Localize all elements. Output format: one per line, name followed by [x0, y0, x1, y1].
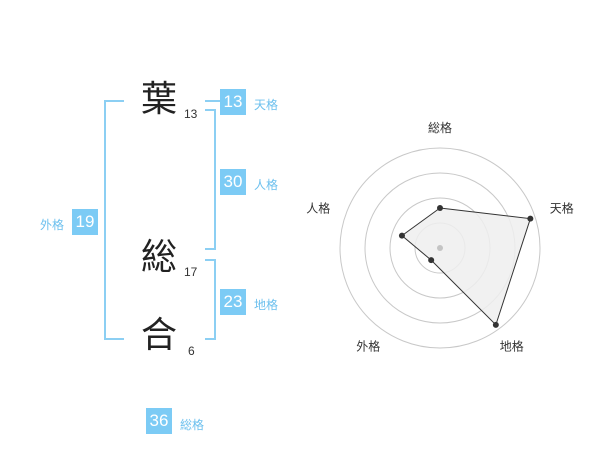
- gaikaku-label: 外格: [40, 218, 65, 232]
- radar-area: [401, 207, 532, 326]
- name-char-2-strokes: 17: [184, 265, 198, 279]
- radar-axis-label-2: 天格: [550, 200, 574, 215]
- chikaku-badge: 23: [220, 289, 246, 315]
- radar-point-4: [428, 257, 435, 264]
- name-char-3: 合: [141, 315, 178, 356]
- jinkaku-bracket-bottom: [205, 248, 215, 250]
- gaikaku-bracket-top: [104, 100, 124, 102]
- jinkaku-badge: 30: [220, 169, 246, 195]
- name-char-3-strokes: 6: [188, 344, 195, 358]
- gaikaku-badge: 19: [72, 209, 98, 235]
- chikaku-label: 地格: [254, 298, 279, 312]
- radar-point-3: [492, 321, 499, 328]
- soukaku-label: 総格: [180, 418, 205, 432]
- radar-axis-label-3: 地格: [500, 339, 524, 354]
- chikaku-bracket-top: [205, 259, 215, 261]
- radar-point-1: [437, 205, 443, 211]
- name-char-1-strokes: 13: [184, 107, 198, 121]
- name-char-2: 総: [141, 237, 178, 278]
- chikaku-bracket-vertical: [214, 259, 216, 340]
- tenkaku-badge: 13: [220, 89, 246, 115]
- radar-axis-label-5: 人格: [306, 200, 330, 215]
- gaikaku-bracket-bottom: [104, 338, 124, 340]
- radar-ring: [339, 147, 541, 349]
- jinkaku-bracket-top: [205, 109, 215, 111]
- soukaku-badge: 36: [146, 408, 172, 434]
- jinkaku-bracket-vertical: [214, 109, 216, 250]
- radar-point-5: [398, 232, 405, 239]
- radar-axis-label-4: 外格: [356, 339, 380, 354]
- radar-center-dot: [437, 245, 443, 251]
- name-char-1: 葉: [141, 79, 178, 120]
- tenkaku-label: 天格: [254, 98, 279, 112]
- gaikaku-bracket-vertical: [104, 100, 106, 340]
- radar-axis-label-1: 総格: [428, 120, 452, 135]
- jinkaku-label: 人格: [254, 178, 279, 192]
- tenkaku-connector: [205, 100, 220, 102]
- radar-point-2: [527, 215, 534, 222]
- chikaku-bracket-bottom: [205, 338, 215, 340]
